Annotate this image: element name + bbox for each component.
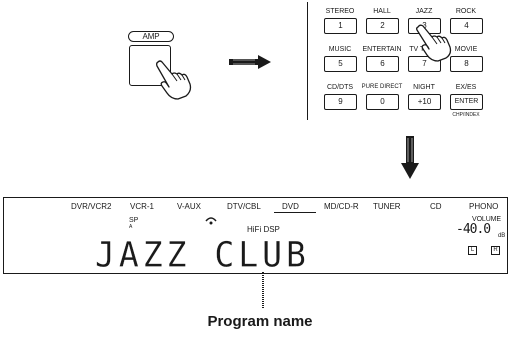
down-arrow-icon: [401, 136, 419, 179]
key-0[interactable]: 0: [366, 94, 399, 110]
source-cd: CD: [430, 202, 442, 211]
leader-line: [262, 272, 264, 308]
hand-pointer-icon: [152, 60, 194, 100]
indicator-right: R: [491, 246, 500, 255]
key-5[interactable]: 5: [324, 56, 357, 72]
front-panel-display: DVR/VCR2 VCR-1 V-AUX DTV/CBL DVD MD/CD-R…: [3, 197, 508, 274]
volume-unit: dB: [498, 233, 505, 240]
key-9[interactable]: 9: [324, 94, 357, 110]
key-8[interactable]: 8: [450, 56, 483, 72]
remote-edge: [307, 2, 308, 120]
key-enter[interactable]: ENTER: [450, 94, 483, 110]
signal-arc-icon: [204, 215, 218, 225]
key-2[interactable]: 2: [366, 18, 399, 34]
amp-button-label: AMP: [128, 31, 174, 42]
remote-keypad: STEREO 1 HALL 2 JAZZ 3 ROCK 4 MUSIC 5 EN…: [313, 8, 508, 118]
source-v-aux: V-AUX: [177, 202, 201, 211]
right-arrow-icon: [229, 55, 271, 69]
key-label: EX/ES: [437, 84, 495, 91]
key-plus10[interactable]: +10: [408, 94, 441, 110]
key-6[interactable]: 6: [366, 56, 399, 72]
source-tuner: TUNER: [373, 202, 401, 211]
caption-program-name: Program name: [160, 313, 360, 330]
source-vcr1: VCR-1: [130, 202, 154, 211]
source-dvr-vcr2: DVR/VCR2: [71, 202, 111, 211]
speaker-indicator: SP: [129, 217, 138, 224]
key-label: ROCK: [437, 8, 495, 15]
source-phono: PHONO: [469, 202, 498, 211]
key-sub-label: CHP/INDEX: [437, 112, 495, 118]
volume-value: -40.0: [456, 222, 490, 237]
speaker-a-indicator: A: [129, 224, 132, 231]
source-dvd: DVD: [282, 202, 299, 211]
key-1[interactable]: 1: [324, 18, 357, 34]
hifi-dsp-indicator: HiFi DSP: [247, 225, 280, 234]
source-dtv-cbl: DTV/CBL: [227, 202, 261, 211]
active-source-marker: [274, 212, 316, 213]
indicator-left: L: [468, 246, 477, 255]
hand-pointer-icon: [414, 24, 454, 62]
source-md-cdr: MD/CD-R: [324, 202, 359, 211]
program-name-display: JAZZ CLUB: [95, 236, 310, 274]
key-4[interactable]: 4: [450, 18, 483, 34]
